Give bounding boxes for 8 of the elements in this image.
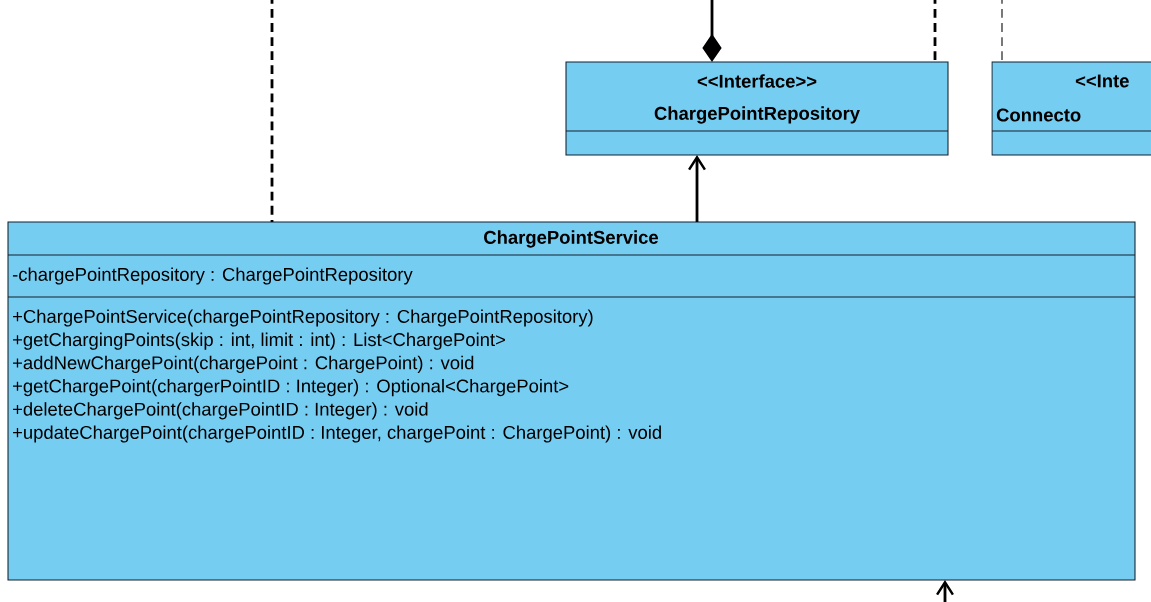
class-box: <<Interface>> ChargePointRepository <box>565 61 949 156</box>
arrow <box>936 580 954 602</box>
class-box: ChargePointService -chargePointRepository : ChargePointRepository +ChargePointService(chargePointRepository : ChargePointRepository) +getChargingPoints(skip : int, limit : int) : List<ChargePoint> +addNewChargePoint(chargePoint : ChargePoint) : void +getChargePoint(chargerPointID : Integer) : Optional<ChargePoint> +deleteChargePoint(chargePointID : Integer) : void +updateChargePoint(chargePointID : Integer, chargePoint : ChargePoint) : void <box>7 221 1136 581</box>
connector-line <box>1001 0 1003 63</box>
class-box: <<Inte Connecto <box>991 61 1151 156</box>
arrow <box>688 155 706 222</box>
connector-line <box>270 0 274 222</box>
connector-line <box>933 0 937 62</box>
